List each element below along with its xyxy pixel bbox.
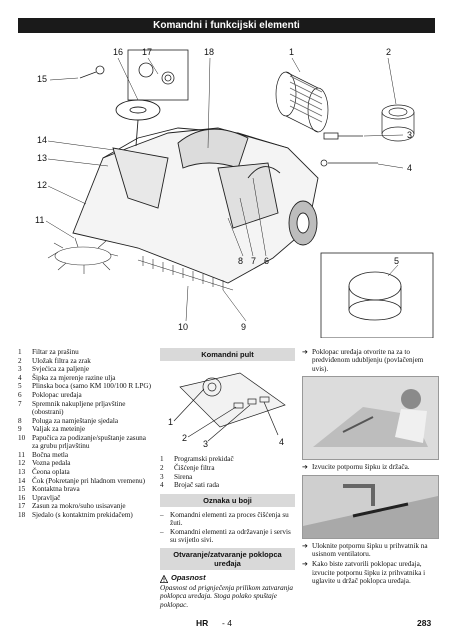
callout-3: 3 <box>407 130 412 140</box>
photo-illustration <box>303 475 438 538</box>
section-title: Komandni i funkcijski elementi <box>18 18 435 33</box>
callout-16: 16 <box>113 47 123 57</box>
footer-lang: HR <box>196 618 209 628</box>
list-item: –Komandni elementi za proces čišćenja su… <box>160 510 289 527</box>
dipstick <box>320 159 378 167</box>
machine-diagram: 16 17 18 1 2 15 14 13 12 11 3 4 8 7 6 5 … <box>35 47 434 338</box>
callout-4: 4 <box>407 163 412 173</box>
main-roller-brush <box>137 256 234 291</box>
right-column: ➔Poklopac uređaja otvorite na za to pred… <box>302 348 439 588</box>
step-open-hood: ➔Poklopac uređaja otvorite na za to pred… <box>302 348 424 373</box>
callout-7: 7 <box>251 256 256 266</box>
callout-14: 14 <box>37 135 47 145</box>
arrow-right-icon: ➔ <box>302 541 308 550</box>
page-number: 283 <box>417 618 432 628</box>
callout-2: 2 <box>386 47 391 57</box>
ignition-key <box>79 65 105 79</box>
spark-plug <box>323 132 363 140</box>
step-close-hood: ➔Kako biste zatvorili poklopac uređaja, … <box>302 560 426 586</box>
callout-10: 10 <box>178 322 188 332</box>
warning-triangle-icon <box>160 574 168 583</box>
callout-1: 1 <box>289 47 294 57</box>
machine-body <box>72 99 319 284</box>
callout-6: 6 <box>264 256 269 266</box>
detail-inset-16-17 <box>127 49 189 101</box>
side-brush <box>47 237 119 274</box>
photo-support-rod-fan <box>302 474 439 539</box>
panel-callout-3: 3 <box>203 439 208 449</box>
callout-9: 9 <box>241 322 246 332</box>
step-insert-rod: ➔Uloknite potpornu šipku u prihvatnik na… <box>302 541 428 559</box>
arrow-right-icon: ➔ <box>302 348 308 356</box>
footer-section: - 4 <box>222 618 232 628</box>
control-panel-diagram: 1 2 3 4 <box>168 372 286 449</box>
arrow-right-icon: ➔ <box>302 463 308 472</box>
callout-15: 15 <box>37 74 47 84</box>
warning-label: Opasnost <box>160 573 295 583</box>
photo-illustration <box>303 377 438 460</box>
panel-callout-4: 4 <box>279 437 284 447</box>
step-pull-rod: ➔Izvucite potpornu šipku iz držača. <box>302 463 410 472</box>
color-coding-list: –Komandni elementi za proces čišćenja su… <box>160 511 295 545</box>
detail-inset-lpg <box>320 252 434 338</box>
callout-8: 8 <box>238 256 243 266</box>
panel-callout-2: 2 <box>182 433 187 443</box>
dust-filter <box>275 71 329 133</box>
leader-lines <box>45 57 404 322</box>
callout-13: 13 <box>37 153 47 163</box>
callout-17: 17 <box>142 47 152 57</box>
callout-12: 12 <box>37 180 47 190</box>
callout-numbers: 16 17 18 1 2 15 14 13 12 11 3 4 8 7 6 5 … <box>35 47 412 332</box>
control-panel-heading: Komandni pult <box>160 348 295 361</box>
arrow-right-icon: ➔ <box>302 560 308 569</box>
color-coding-heading: Oznaka u boji <box>160 493 295 507</box>
photo-support-rod-holder <box>302 376 439 461</box>
list-item: –Komandni elementi za održavanje i servi… <box>160 527 291 544</box>
callout-18: 18 <box>204 47 214 57</box>
panel-callout-1: 1 <box>168 417 173 427</box>
air-filter-cartridge <box>381 104 415 142</box>
warning-text: Opasnost od prignječenja prilikom zatvar… <box>160 583 293 609</box>
callout-5: 5 <box>394 256 399 266</box>
hood-heading: Otvaranje/zatvaranje poklopca uređaja <box>160 548 295 571</box>
callout-11: 11 <box>35 215 44 225</box>
